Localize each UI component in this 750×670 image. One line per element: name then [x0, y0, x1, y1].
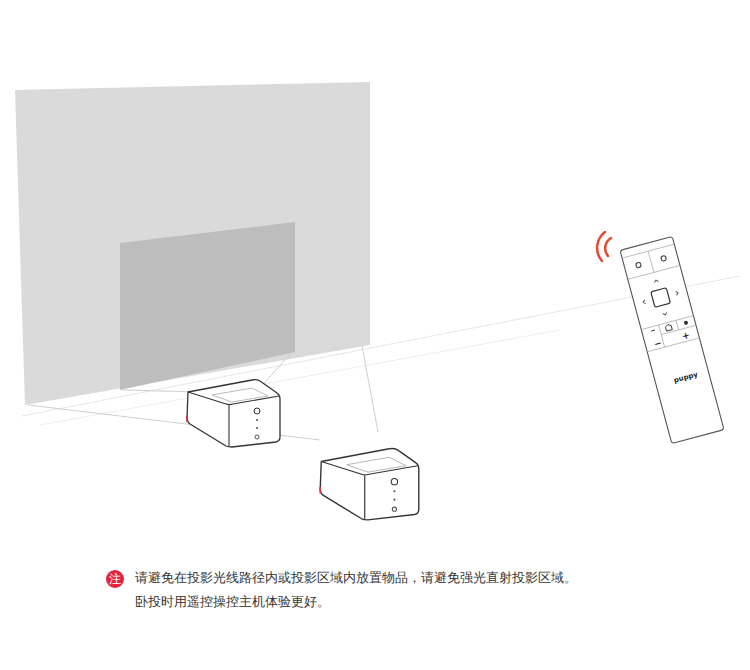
remote-line	[648, 251, 654, 272]
projector-button	[391, 478, 397, 484]
projector-button	[254, 408, 260, 414]
note-badge: 注	[106, 570, 124, 588]
signal-wave	[597, 232, 605, 261]
remote-ok-button	[651, 288, 671, 308]
projector	[187, 380, 280, 447]
note-text: 请避免在投影光线路径内或投影区域内放置物品，请避免强光直射投影区域。	[135, 570, 577, 586]
signal-wave	[605, 238, 611, 256]
remote-button	[635, 262, 641, 268]
projector-body	[187, 380, 280, 447]
projector-top-panel	[347, 457, 406, 472]
remote-control	[620, 236, 724, 443]
projection-screen-large	[15, 82, 370, 405]
badge-text: 注	[109, 573, 121, 585]
projector-dot	[256, 427, 258, 429]
projector-dot	[256, 419, 258, 421]
remote-line	[647, 338, 699, 352]
projector-dot	[392, 507, 396, 511]
remote-line	[676, 320, 679, 330]
projector-edge	[321, 462, 417, 475]
projector-dot	[255, 435, 259, 439]
projector-top-panel	[212, 388, 268, 402]
remote-button	[661, 255, 667, 261]
projector-mark	[186, 416, 188, 422]
projector-mark	[319, 487, 321, 493]
remote-arrow	[643, 300, 646, 304]
projector-edge	[364, 475, 365, 518]
remote-print: −	[653, 339, 663, 350]
projector-edge	[188, 392, 279, 405]
remote-icon	[684, 320, 689, 325]
note-text: 卧投时用遥控操控主机体验更好。	[135, 594, 330, 610]
projection-screen-small	[120, 222, 295, 390]
projector-dot	[393, 499, 395, 501]
remote-line	[622, 244, 674, 258]
light-ray	[362, 346, 378, 432]
remote-line	[628, 265, 680, 279]
remote-arrow	[676, 291, 679, 295]
projector	[320, 448, 419, 519]
projector-edge	[228, 405, 229, 446]
remote-arrow	[654, 280, 658, 283]
remote-icon	[651, 330, 655, 331]
remote-line	[641, 316, 693, 330]
projector-body	[320, 448, 419, 519]
projector-dot	[393, 490, 395, 492]
remote-body	[620, 236, 724, 443]
remote-arrow	[663, 312, 667, 315]
remote-icon	[665, 324, 672, 331]
